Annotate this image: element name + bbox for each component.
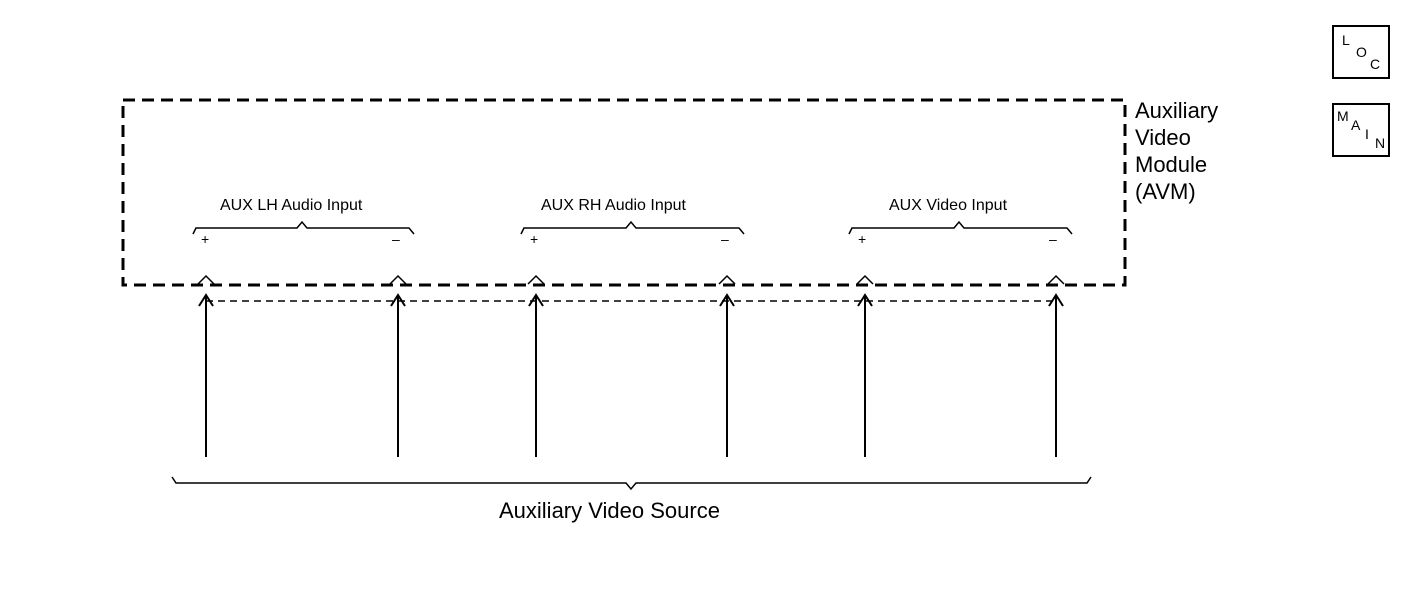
main-letter: A — [1351, 117, 1361, 133]
main-letter: M — [1337, 108, 1349, 124]
input-brace-rh — [520, 220, 745, 235]
wire-lh-plus — [198, 293, 214, 457]
loc-letter: O — [1356, 44, 1367, 60]
polarity-plus: + — [530, 231, 539, 247]
module-label-line: Video — [1135, 125, 1191, 150]
loc-letter: C — [1370, 56, 1381, 72]
wire-rh-plus — [528, 293, 544, 457]
source-label: Auxiliary Video Source — [499, 498, 720, 523]
input-brace-lh — [192, 220, 415, 235]
loc-letter: L — [1342, 32, 1350, 48]
connector-pin — [856, 274, 874, 285]
polarity-plus: + — [858, 231, 867, 247]
connector-pin — [527, 274, 545, 285]
main-letter: N — [1375, 135, 1386, 151]
main-symbol: M A I N — [1332, 103, 1390, 157]
polarity-minus: – — [392, 231, 400, 247]
wire-lh-minus — [390, 293, 406, 457]
polarity-minus: – — [1049, 231, 1057, 247]
connector-pin — [1047, 274, 1065, 285]
connector-pin — [389, 274, 407, 285]
source-brace — [171, 476, 1092, 491]
wire-video-plus — [857, 293, 873, 457]
connector-pin — [197, 274, 215, 285]
wire-video-minus — [1048, 293, 1064, 457]
input-label-video: AUX Video Input — [889, 197, 1008, 214]
connector-pin — [718, 274, 736, 285]
loc-symbol: L O C — [1332, 25, 1390, 79]
input-label-rh: AUX RH Audio Input — [541, 197, 686, 214]
main-letter: I — [1365, 126, 1369, 142]
polarity-plus: + — [201, 231, 210, 247]
module-label: Auxiliary Video Module (AVM) — [1135, 97, 1218, 205]
input-label-lh: AUX LH Audio Input — [220, 197, 363, 214]
input-brace-video — [848, 220, 1073, 235]
polarity-minus: – — [721, 231, 729, 247]
wire-rh-minus — [719, 293, 735, 457]
module-label-line: (AVM) — [1135, 179, 1196, 204]
module-boundary — [121, 98, 1127, 287]
module-label-line: Module — [1135, 152, 1208, 177]
module-label-line: Auxiliary — [1135, 98, 1219, 123]
